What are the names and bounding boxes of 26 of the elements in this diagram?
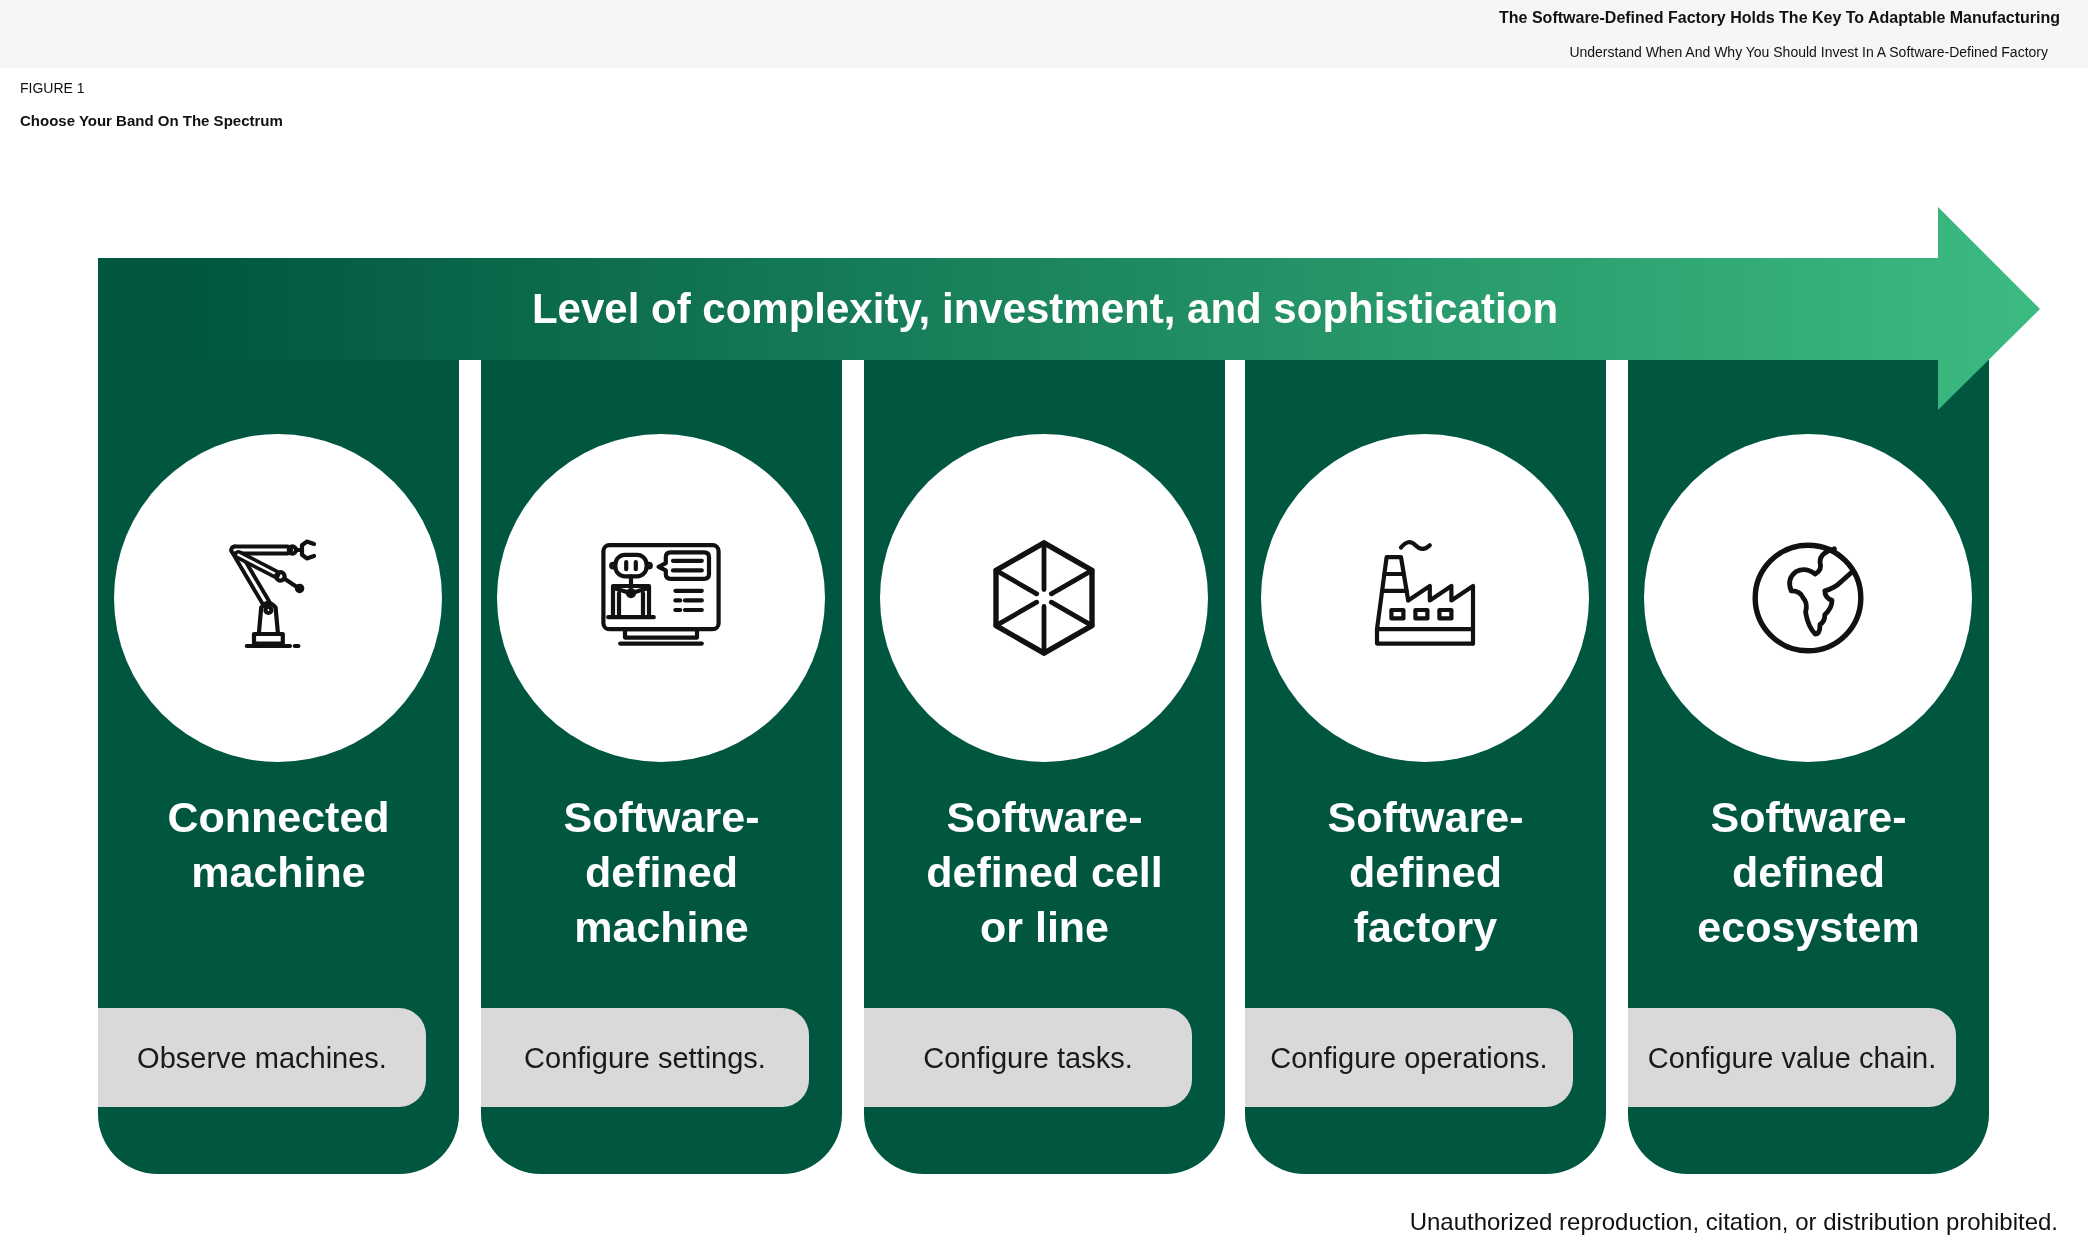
figure-number: FIGURE 1 [20,79,85,97]
stage-column [98,360,459,1174]
capability-text: Configure settings. [524,1040,766,1076]
stage-column [1245,360,1606,1174]
capability-text: Configure operations. [1270,1040,1548,1076]
capability-tag [481,1008,809,1107]
stage-title: Connected machine [167,793,390,896]
report-title: The Software-Defined Factory Holds The Key To Adaptable Manufacturing [1499,8,2060,28]
figure-title: Choose Your Band On The Spectrum [20,111,283,131]
arrow-heading: Level of complexity, investment, and sophistication [531,284,1559,334]
capability-text: Observe machines. [137,1040,387,1076]
capability-tag [864,1008,1192,1107]
capability-tag [1628,1008,1956,1107]
stage-title: Software-defined factory [1327,793,1524,951]
stage-title: Software-defined ecosystem [1697,793,1920,951]
capability-tag [1245,1008,1573,1107]
stage-title: Software-defined machine [563,793,760,951]
capability-text: Configure value chain. [1647,1040,1937,1076]
stage-title: Software-defined cell or line [926,793,1163,951]
stage-column [864,360,1225,1174]
stage-column [1628,360,1989,1174]
report-subtitle: Understand When And Why You Should Invest In A Software-Defined Factory [1569,43,2048,61]
capability-tag [98,1008,426,1107]
copyright-note: Unauthorized reproduction, citation, or distribution prohibited. [1409,1208,2058,1236]
stage-column [481,360,842,1174]
capability-text: Configure tasks. [923,1040,1133,1076]
